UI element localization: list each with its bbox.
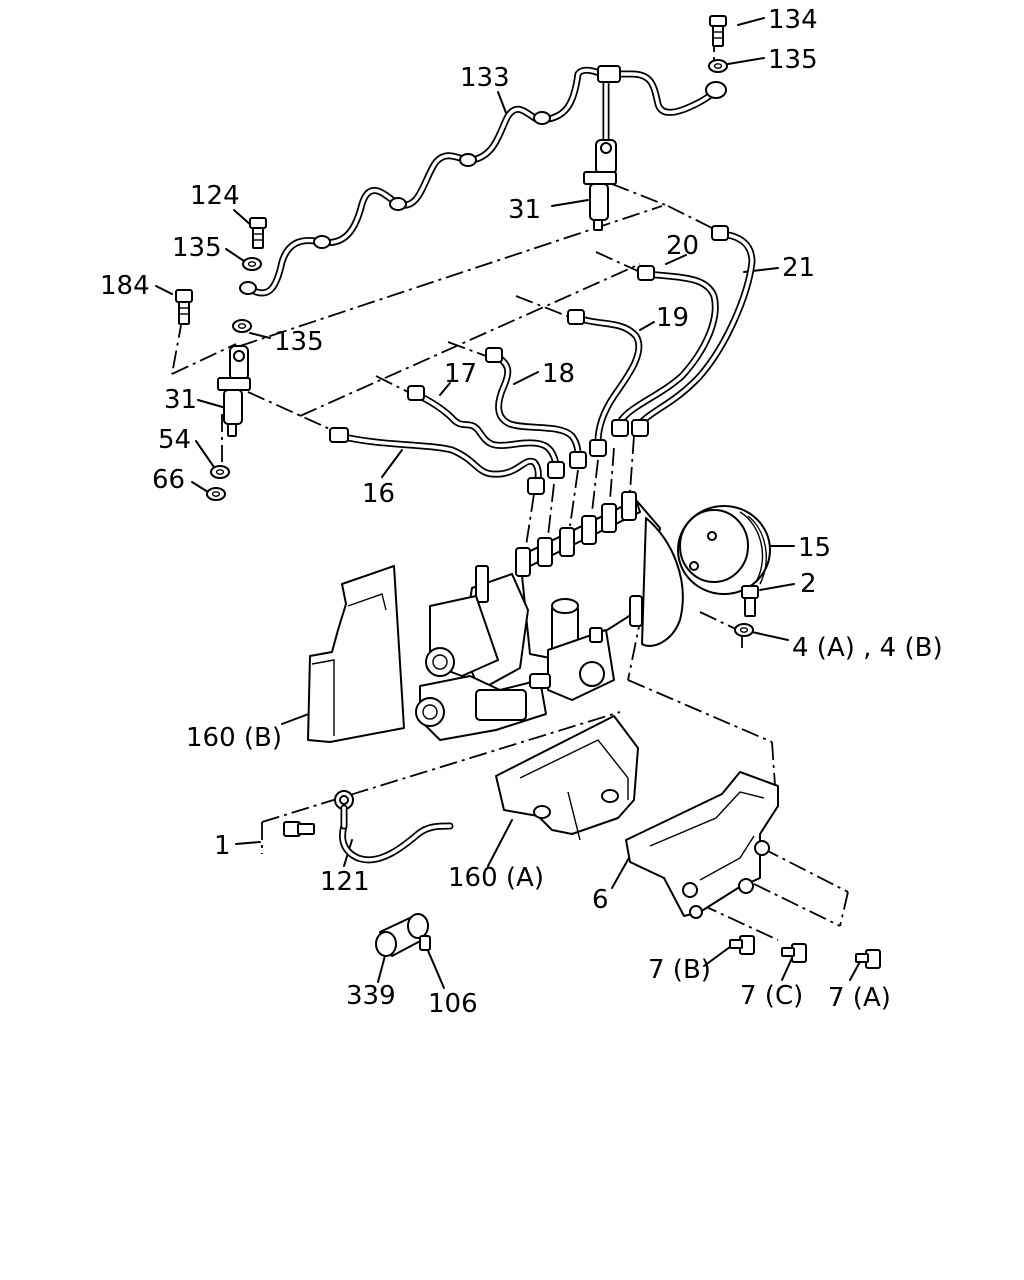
eye-bolt-134 bbox=[709, 15, 727, 47]
washer-66 bbox=[206, 487, 226, 501]
injection-pipe-21 bbox=[631, 225, 756, 437]
bolt-2 bbox=[741, 585, 759, 617]
injection-nozzle-lower bbox=[217, 345, 251, 437]
callout-160b: 160 (B) bbox=[186, 723, 282, 753]
callout-135-low: 135 bbox=[274, 327, 324, 357]
injection-pipe-17 bbox=[407, 385, 565, 479]
washer-135-low bbox=[232, 319, 252, 333]
callout-54: 54 bbox=[158, 425, 191, 455]
delivery-valve-holders bbox=[515, 491, 637, 577]
bracket-6 bbox=[625, 771, 779, 919]
callout-17: 17 bbox=[444, 359, 477, 389]
washer-135-mid bbox=[242, 257, 262, 271]
leak-pipe-121 bbox=[334, 790, 454, 864]
callout-66: 66 bbox=[152, 465, 185, 495]
callout-134: 134 bbox=[768, 5, 818, 35]
bolt-1 bbox=[283, 821, 315, 837]
injection-pump bbox=[415, 491, 684, 741]
callout-7c: 7 (C) bbox=[740, 981, 803, 1011]
callout-7a: 7 (A) bbox=[828, 983, 891, 1013]
callout-339: 339 bbox=[346, 981, 396, 1011]
injection-pipe-16 bbox=[329, 427, 545, 495]
callout-106: 106 bbox=[428, 989, 478, 1019]
callout-135-top: 135 bbox=[768, 45, 818, 75]
callout-2: 2 bbox=[800, 569, 817, 599]
cover-160b bbox=[307, 565, 405, 743]
injection-pipe-19 bbox=[567, 309, 643, 457]
bolt-7a bbox=[855, 949, 881, 969]
washer-135-top bbox=[708, 59, 728, 73]
callout-19: 19 bbox=[656, 303, 689, 333]
callout-4ab: 4 (A) , 4 (B) bbox=[792, 633, 943, 663]
bolt-184 bbox=[175, 289, 193, 325]
callout-1: 1 bbox=[214, 831, 231, 861]
callout-6: 6 bbox=[592, 885, 609, 915]
callout-15: 15 bbox=[798, 533, 831, 563]
fuel-pipes bbox=[239, 65, 756, 864]
callouts: 134 135 133 124 135 184 135 31 31 20 21 … bbox=[100, 5, 943, 1019]
callout-20: 20 bbox=[666, 231, 699, 261]
leader-lines bbox=[155, 17, 863, 989]
callout-7b: 7 (B) bbox=[648, 955, 711, 985]
callout-31-lower: 31 bbox=[164, 385, 197, 415]
callout-124: 124 bbox=[190, 181, 240, 211]
timer-15 bbox=[677, 505, 771, 595]
clamp-106 bbox=[419, 935, 431, 951]
callout-16: 16 bbox=[362, 479, 395, 509]
washer-4 bbox=[734, 623, 754, 637]
bracket-160a bbox=[495, 715, 639, 841]
callout-135-mid: 135 bbox=[172, 233, 222, 263]
callout-184: 184 bbox=[100, 271, 150, 301]
bolt-7b bbox=[729, 935, 755, 955]
injection-pipe-18 bbox=[485, 347, 587, 469]
washer-54 bbox=[210, 465, 230, 479]
callout-160a: 160 (A) bbox=[448, 863, 544, 893]
callout-21: 21 bbox=[782, 253, 815, 283]
center-lines bbox=[171, 34, 849, 941]
injection-pipe-20 bbox=[611, 265, 719, 437]
callout-18: 18 bbox=[542, 359, 575, 389]
hose-339 bbox=[375, 913, 429, 957]
callout-121: 121 bbox=[320, 867, 370, 897]
leak-off-pipe-133 bbox=[239, 65, 727, 297]
eye-bolt-124 bbox=[249, 217, 267, 249]
bolt-7c bbox=[781, 943, 807, 963]
injection-nozzle-upper bbox=[583, 139, 617, 231]
callout-31-upper: 31 bbox=[508, 195, 541, 225]
callout-133: 133 bbox=[460, 63, 510, 93]
